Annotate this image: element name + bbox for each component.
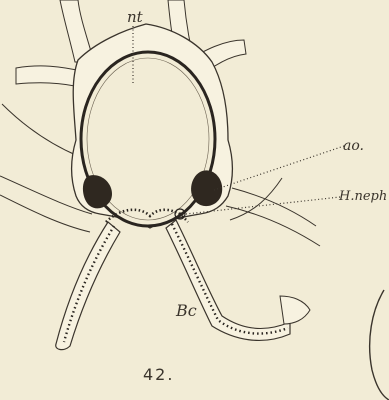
figure-number: 42. (143, 367, 174, 383)
leader-ao (214, 146, 344, 190)
coelom-lining-right (166, 220, 290, 340)
edge-membrane (370, 290, 389, 400)
right-tissue (226, 178, 320, 246)
label-body-cavity: Bc (176, 303, 197, 319)
lower-right-tissue (280, 296, 310, 324)
label-neural-tube: nt (127, 10, 143, 25)
label-head-kidney: H.neph (339, 190, 387, 203)
coelom-lining-left (56, 222, 120, 350)
label-aorta: ao. (343, 139, 364, 153)
